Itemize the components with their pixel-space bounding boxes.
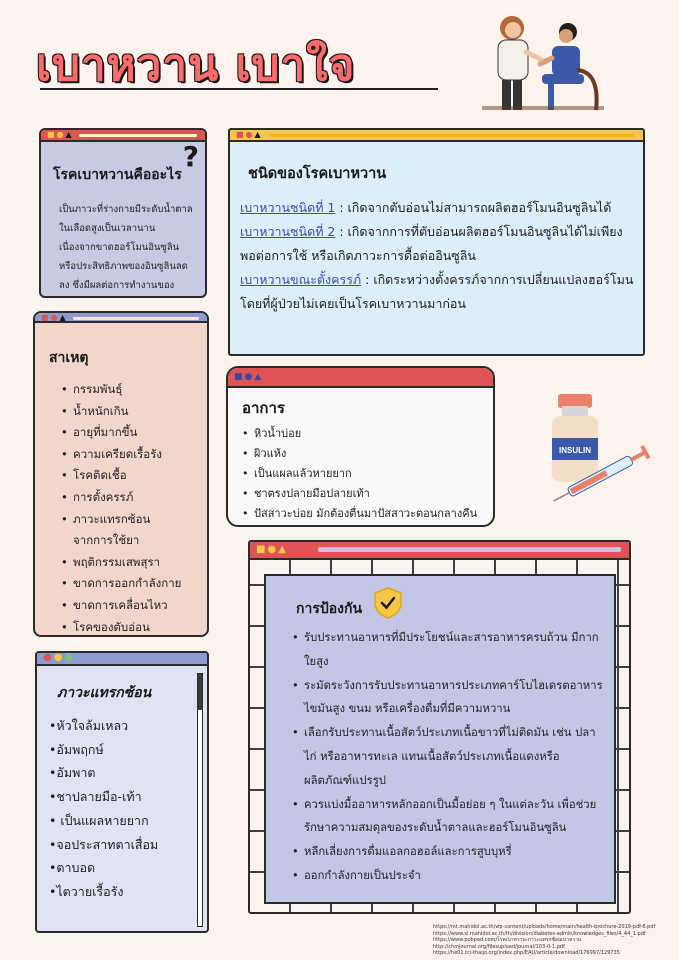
causes-heading: สาเหตุ <box>49 350 89 366</box>
window-titlebar: ■●▲ <box>250 542 629 560</box>
window-titlebar: ■●▲ <box>228 368 493 388</box>
list-item: การตั้งครรภ์ <box>61 487 207 509</box>
list-item: กรรมพันธุ์ <box>61 379 207 401</box>
what-heading: โรคเบาหวานคืออะไร <box>53 167 182 183</box>
list-item: โรคของตับอ่อน <box>61 617 207 635</box>
window-titlebar: ■●▲ <box>41 130 205 142</box>
type-item: เบาหวานชนิดที่ 2 : เกิดจากการที่ตับอ่อนผ… <box>240 220 637 268</box>
complications-panel: ●●● ภาวะแทรกซ้อน •หัวใจล้มเหลว •อัมพฤกษ์… <box>35 651 209 933</box>
what-is-diabetes-panel: ■●▲ ? โรคเบาหวานคืออะไร เป็นภาวะที่ร่างก… <box>39 128 207 298</box>
reference-link[interactable]: https://mt.mahidol.ac.th/wp-content/uplo… <box>433 924 656 930</box>
list-item: •ชาปลายมือ-เท้า <box>49 789 142 805</box>
symptoms-heading: อาการ <box>242 399 285 417</box>
type-label: เบาหวานขณะตั้งครรภ์ <box>240 272 362 287</box>
window-dots-icon: ■●▲ <box>234 372 264 382</box>
window-dots-icon: ■●▲ <box>236 130 263 139</box>
type-text: : เกิดระหว่างตั้งครรภ์จากการเปลี่ยนแปลงฮ… <box>240 272 634 311</box>
scrollbar[interactable] <box>197 673 203 927</box>
what-body: เป็นภาวะที่ร่างกายมีระดับน้ำตาลในเลือดสู… <box>59 204 193 291</box>
list-item: •ไตวายเรื้อรัง <box>49 883 124 899</box>
list-item: •หัวใจล้มเหลว <box>49 718 129 733</box>
symptoms-panel: ■●▲ อาการ หิวน้ำบ่อย ผิวแห้ง เป็นแผลแล้ว… <box>226 366 495 527</box>
list-item: รับประทานอาหารที่มีประโยชน์และสารอาหารคร… <box>292 626 606 674</box>
list-item: •อัมพาต <box>49 765 96 781</box>
type-text: : เกิดจากการที่ตับอ่อนผลิตฮอร์โมนอินซูลิ… <box>240 224 623 263</box>
causes-panel: ■●▲ สาเหตุ กรรมพันธุ์ น้ำหนักเกิน อายุที… <box>33 311 209 637</box>
doctor-patient-illustration <box>482 16 604 111</box>
list-item: •จอประสาทตาเสื่อม <box>49 836 159 852</box>
type-text: : เกิดจากตับอ่อนไม่สามารถผลิตฮอร์โมนอินซ… <box>335 200 612 215</box>
prevention-content: การป้องกัน รับประทานอาหารที่มีประโยชน์แล… <box>264 574 616 904</box>
reference-link[interactable]: https://he01.tci-thaijo.org/index.php/EA… <box>433 950 620 956</box>
list-item: ภาวะแทรกซ้อนจากการใช้ยา <box>61 509 165 552</box>
page-title: เบาหวาน เบาใจ <box>36 40 356 91</box>
question-mark-icon: ? <box>182 140 199 173</box>
type-item: เบาหวานชนิดที่ 1 : เกิดจากตับอ่อนไม่สามา… <box>240 196 637 220</box>
list-item: เลือกรับประทานเนื้อสัตว์ประเภทเนื้อขาวที… <box>292 721 606 792</box>
title-underline <box>40 88 438 90</box>
reference-link[interactable]: https://www.si.mahidol.ac.th/th/division… <box>433 930 646 937</box>
list-item: พฤติกรรมเสพสุรา <box>61 552 207 574</box>
list-item: •อัมพฤกษ์ <box>49 741 104 757</box>
list-item: ระมัดระวังการรับประทานอาหารประเภทคาร์โบไ… <box>292 674 606 722</box>
list-item: ขาดการเคลื่อนไหว <box>61 595 207 617</box>
list-item: หลีกเลี่ยงการดื่มแอลกอฮอล์และการสูบบุหรี… <box>292 840 606 864</box>
list-item: หิวน้ำบ่อย <box>242 424 493 444</box>
insulin-label: INSULIN <box>559 446 591 455</box>
list-item: อายุที่มากขึ้น <box>61 422 207 444</box>
list-item: • เป็นแผลหายยาก <box>49 812 149 828</box>
window-dots-icon: ●●● <box>43 652 76 663</box>
window-titlebar: ●●● <box>37 653 207 666</box>
reference-link[interactable]: https://www.pobpad.com/โรคเบาหวาน-ภาวะแท… <box>433 937 582 943</box>
diabetes-types-panel: ■●▲ ชนิดของโรคเบาหวาน เบาหวานชนิดที่ 1 :… <box>228 128 645 356</box>
type-label: เบาหวานชนิดที่ 2 <box>240 224 336 239</box>
list-item: ชาตรงปลายมือปลายเท้า <box>242 484 493 504</box>
type-label: เบาหวานชนิดที่ 1 <box>240 200 336 215</box>
prevention-panel: ■●▲ การป้องกัน รับประทานอาหารที่มีประโยช… <box>248 540 631 914</box>
shield-check-icon <box>374 587 402 619</box>
window-titlebar: ■●▲ <box>230 130 643 142</box>
window-titlebar: ■●▲ <box>35 313 207 323</box>
list-item: ผิวแห้ง <box>242 444 493 464</box>
list-item: •ตาบอด <box>49 860 96 876</box>
list-item: ออกกำลังกายเป็นประจำ <box>292 864 606 888</box>
type-item: เบาหวานขณะตั้งครรภ์ : เกิดระหว่างตั้งครร… <box>240 268 637 316</box>
insulin-syringe-illustration: INSULIN <box>552 394 651 502</box>
window-dots-icon: ■●▲ <box>47 130 74 139</box>
scrollbar-thumb[interactable] <box>198 674 202 710</box>
list-item: ขาดการออกกำลังกาย <box>61 573 207 595</box>
window-dots-icon: ■●▲ <box>41 313 68 322</box>
list-item: เป็นแผลแล้วหายยาก <box>242 464 493 484</box>
reference-link[interactable]: http://chmjournal.org/filesupload/journa… <box>433 943 565 950</box>
list-item: น้ำหนักเกิน <box>61 401 207 423</box>
window-dots-icon: ■●▲ <box>256 544 288 555</box>
list-item: ปัสสาวะบ่อย มักต้องตื่นมาปัสสาวะตอนกลางค… <box>242 504 493 524</box>
types-heading: ชนิดของโรคเบาหวาน <box>248 166 387 182</box>
list-item: โรคติดเชื้อ <box>61 465 207 487</box>
list-item: ควรแบ่งมื้ออาหารหลักออกเป็นมื้อย่อย ๆ ใน… <box>292 793 606 841</box>
references: https://mt.mahidol.ac.th/wp-content/uplo… <box>433 924 677 957</box>
prevention-heading: การป้องกัน <box>296 601 363 617</box>
list-item: ความเครียดเรื้อรัง <box>61 444 207 466</box>
complications-heading: ภาวะแทรกซ้อน <box>57 685 152 701</box>
